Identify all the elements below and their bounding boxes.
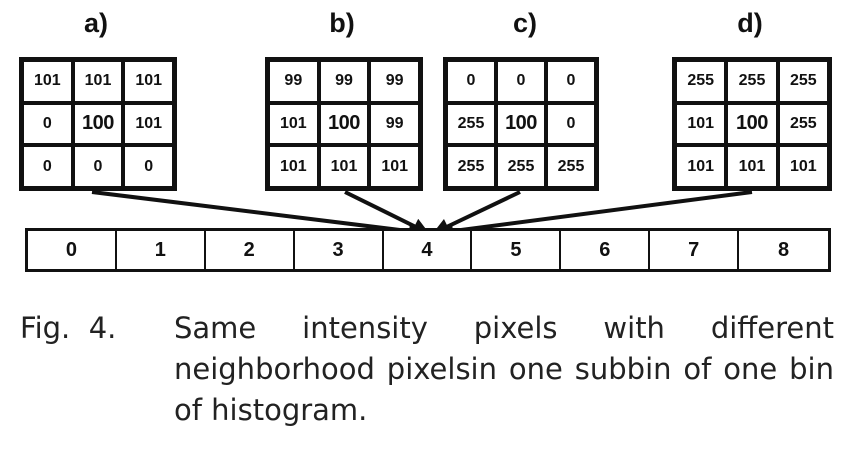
figure-number: Fig. 4.: [20, 311, 117, 345]
neighborhood-grid-a: 101 101 101 0 100 101 0 0 0: [19, 57, 177, 191]
histogram-bin: 0: [28, 231, 117, 269]
grid-c-cell: 0: [546, 102, 596, 146]
grid-c-cell: 255: [446, 145, 496, 188]
panel-d-label: d): [737, 8, 763, 38]
caption-text: Same intensity pixels with different nei…: [174, 311, 834, 427]
grid-d-cell: 101: [777, 145, 829, 188]
grid-c-cell: 0: [546, 60, 596, 103]
grid-a-center-cell: 100: [72, 102, 124, 146]
histogram-bin: 6: [561, 231, 651, 269]
panel-a-label: a): [83, 8, 108, 38]
arrow-b: [344, 190, 430, 235]
neighborhood-grid-d: 255 255 255 101 100 255 101 101 101: [672, 57, 832, 191]
grid-d-cell: 255: [777, 60, 829, 103]
arrow-d: [436, 190, 753, 240]
neighborhood-grid-c: 0 0 0 255 100 0 255 255 255: [443, 57, 599, 191]
arrow-c: [432, 190, 521, 235]
histogram-bin: 5: [472, 231, 562, 269]
grid-d-cell: 255: [777, 102, 829, 146]
panel-c-label: c): [512, 8, 537, 38]
panel-b-label: b): [329, 8, 355, 38]
arrow-a: [91, 190, 426, 240]
histogram-bin: 3: [295, 231, 384, 269]
grid-b-cell: 101: [268, 102, 319, 146]
grid-d-cell: 101: [675, 102, 727, 146]
grid-b-center-cell: 100: [318, 102, 370, 146]
histogram-bar: 0 1 2 3 4 5 6 7 8: [25, 228, 831, 272]
grid-d-cell: 101: [675, 145, 727, 188]
grid-b-cell: 101: [318, 145, 370, 188]
grid-b-cell: 99: [369, 102, 420, 146]
grid-b-cell: 99: [268, 60, 319, 103]
grid-a-cell: 101: [123, 60, 174, 103]
grid-a-cell: 0: [72, 145, 124, 188]
histogram-bin: 1: [117, 231, 206, 269]
grid-a-cell: 101: [72, 60, 124, 103]
histogram-bin: 8: [777, 238, 790, 261]
grid-b-cell: 99: [369, 60, 420, 103]
grid-b-cell: 101: [268, 145, 319, 188]
grid-d-cell: 255: [675, 60, 727, 103]
grid-a-cell: 0: [22, 145, 73, 188]
grid-b-cell: 101: [369, 145, 420, 188]
grid-b-cell: 99: [318, 60, 370, 103]
histogram-bin: 7: [650, 231, 740, 269]
grid-d-cell: 101: [726, 145, 778, 188]
grid-c-center-cell: 100: [496, 102, 546, 146]
grid-c-cell: 255: [546, 145, 596, 188]
grid-c-cell: 0: [496, 60, 546, 103]
neighborhood-grid-b: 99 99 99 101 100 99 101 101 101: [265, 57, 423, 191]
grid-a-cell: 0: [22, 102, 73, 146]
histogram-bin: 4: [384, 231, 473, 269]
histogram-bin: 2: [206, 231, 295, 269]
grid-a-cell: 0: [123, 145, 174, 188]
grid-d-cell: 255: [726, 60, 778, 103]
grid-c-cell: 0: [446, 60, 496, 103]
grid-a-cell: 101: [22, 60, 73, 103]
grid-c-cell: 255: [496, 145, 546, 188]
grid-a-cell: 101: [123, 102, 174, 146]
grid-d-center-cell: 100: [726, 102, 778, 146]
grid-c-cell: 255: [446, 102, 496, 146]
